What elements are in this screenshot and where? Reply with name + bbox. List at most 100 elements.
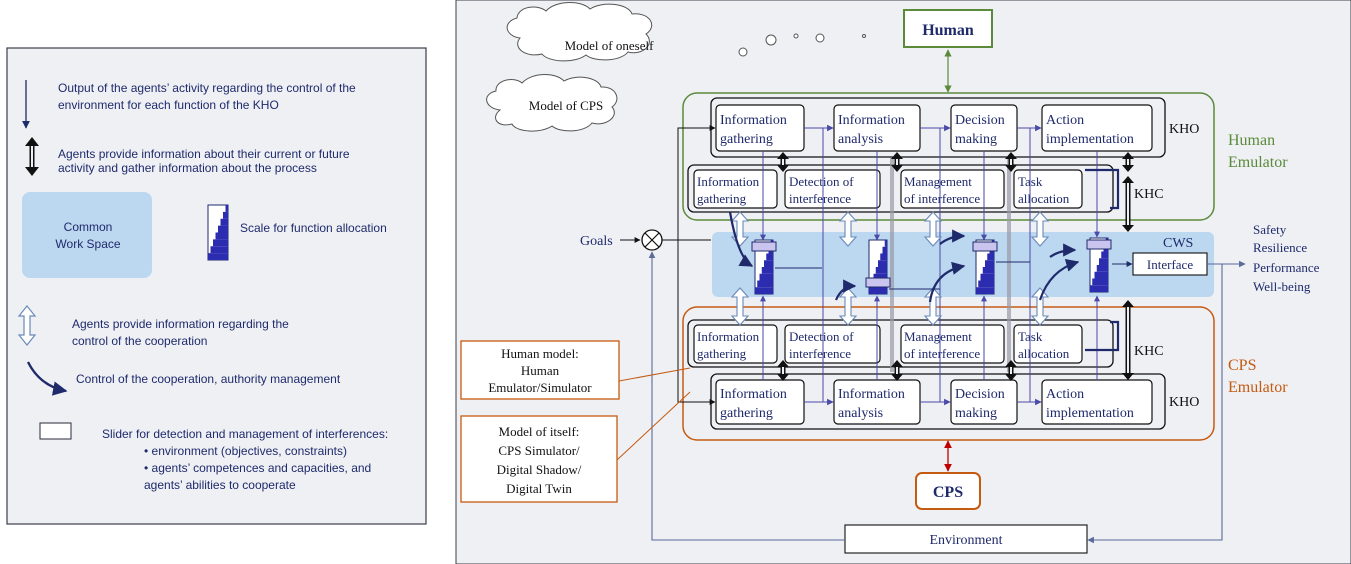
svg-text:interference: interference [789,346,851,361]
scale-step [976,287,994,294]
double-arrow-head [891,374,903,381]
human-emulator-label-2: Emulator [1228,154,1288,171]
hollow-arrow [923,211,943,247]
scale-step [1101,251,1108,259]
info-exchange-arrows [777,152,1134,381]
legend-slider-text: Slider for detection and management of i… [102,427,388,441]
svg-text:of interference: of interference [904,191,980,206]
svg-text:Decision: Decision [955,387,1005,402]
scale-step [764,260,773,267]
double-arrow-head [777,152,789,159]
scale-step [1092,278,1108,286]
scale-step [985,260,994,267]
khc-bottom-label: KHC [1134,344,1164,359]
svg-text:Information: Information [838,113,905,128]
scale-step [210,246,228,254]
khc-top-box-3: Management of interference [900,169,1005,209]
model-itself-line1: Model of itself: [499,424,580,439]
model-itself-line2: CPS Simulator/ [498,443,580,458]
outcome-safety: Safety [1253,222,1287,237]
svg-text:gathering: gathering [697,346,747,361]
kho-bottom-box-2: Information analysis [833,379,921,425]
scale-step [884,240,887,247]
kho-bottom-box-4: Action implementation [1041,379,1153,425]
scale-step [875,267,887,274]
double-arrow-head [1005,165,1017,172]
svg-text:Decision: Decision [955,113,1005,128]
khc-bottom-box-1: Information gathering [693,324,778,364]
scale-step [225,205,228,212]
scale-step [987,253,994,261]
double-arrow-head [777,360,789,367]
cps-emulator-region [682,306,1215,441]
khc-top-box-1: Information gathering [693,169,778,209]
khc-top-label: KHC [1134,187,1164,202]
double-arrow-head [1122,225,1134,232]
kho-top-box-2: Information analysis [833,104,921,152]
legend-scale-text: Scale for function allocation [240,221,387,235]
environment-box [844,524,1088,554]
double-arrow-head [777,374,789,381]
cps-label: CPS [933,484,963,501]
khc-top-box-2: Detection of interference [784,169,881,209]
goals-label: Goals [580,234,613,249]
interface-label: Interface [1147,257,1193,272]
scale-step [880,253,887,261]
function-allocation-scales [751,237,1112,295]
scale-step [213,239,228,247]
svg-text:Information: Information [720,113,787,128]
svg-text:interference: interference [789,191,851,206]
svg-text:Information: Information [697,174,760,189]
scale-slider [1086,239,1112,250]
hollow-arrow [838,287,858,326]
svg-text:Action: Action [1046,387,1084,402]
double-arrow-head [1122,152,1134,159]
double-arrow-head [1122,165,1134,172]
khc-top-box-4: Task allocation [1013,169,1083,209]
scale-step [978,280,994,288]
kho-top-box-3: Decision making [950,104,1018,152]
cps-emulator-label-2: Emulator [1228,379,1288,396]
svg-text:Information: Information [720,387,787,402]
scale-slider [865,277,891,288]
human-model-line3: Emulator/Simulator [488,380,592,395]
scale-step [220,218,228,226]
model-itself-box [460,415,618,503]
cloud-model-cps [486,74,618,132]
scale-step [878,260,887,267]
legend-bullet-2: • agents’ competences and capacities, an… [144,461,371,475]
kho-bottom-box-3: Decision making [950,379,1018,425]
svg-text:implementation: implementation [1046,132,1134,147]
kho-bottom-box-1: Information gathering [715,379,805,425]
kho-top-label: KHO [1169,122,1199,137]
khc-bottom-box-2: Detection of interference [784,324,881,364]
svg-text:of interference: of interference [904,346,980,361]
svg-text:Action: Action [1046,113,1084,128]
double-arrow-head [1005,152,1017,159]
model-itself-line4: Digital Twin [506,481,572,496]
scale-step [1094,271,1108,279]
scale-step [982,267,994,274]
cooperation-info-arrow-icon [17,305,37,346]
outcome-wellbeing: Well-being [1253,279,1311,294]
cloud-oneself-label: Model of oneself [565,38,654,53]
cps-emulator-label-1: CPS [1228,357,1256,374]
svg-text:gathering: gathering [697,191,747,206]
svg-text:analysis: analysis [838,406,883,421]
legend-output-text-1: Output of the agents’ activity regarding… [58,81,356,95]
svg-text:making: making [955,132,997,147]
scale-icon [207,204,229,261]
scale-step [757,280,773,288]
double-arrow-head [1122,373,1134,380]
human-emulator-label-1: Human [1228,132,1275,149]
legend-cws-line1: Common [64,220,113,234]
khc-bottom-box-3: Management of interference [900,324,1005,364]
svg-text:analysis: analysis [838,132,883,147]
scale-step [218,225,228,233]
svg-text:Detection of: Detection of [789,174,854,189]
scale-step [215,232,228,240]
legend-cws-line2: Work Space [55,237,120,251]
svg-text:Management: Management [904,174,972,189]
human-label: Human [922,22,974,39]
